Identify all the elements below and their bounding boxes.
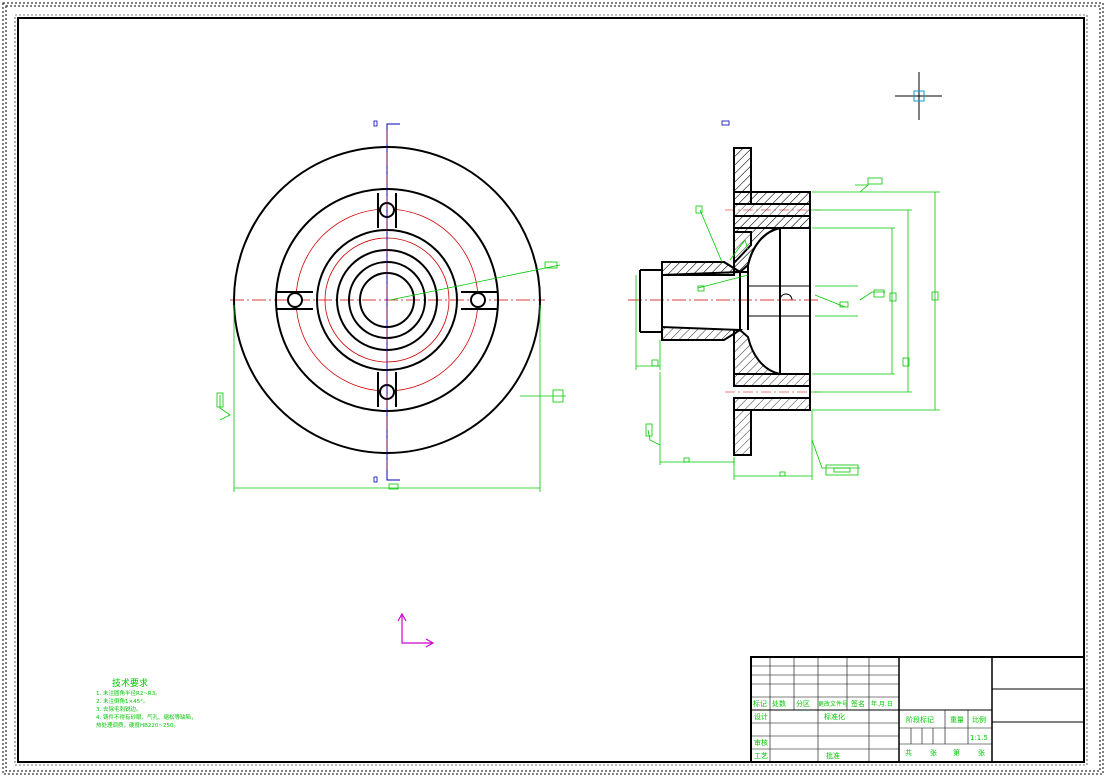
label-stage: 阶段标记 [906, 715, 934, 724]
label-weight: 重量 [950, 716, 964, 724]
tech-note-3: 3. 去除毛刺锐边。 [96, 705, 142, 713]
label-scale: 比例 [972, 715, 986, 724]
scale-value: 1:1.5 [970, 734, 988, 742]
bolt-hole-left [276, 291, 313, 310]
front-dimensions [216, 261, 566, 492]
label-sheet-no: 第 [953, 748, 960, 757]
tech-note-4: 4. 铸件不得有砂眼、气孔、缩松等缺陷， [96, 713, 197, 721]
label-process: 工艺 [754, 752, 768, 760]
section-dimensions [635, 177, 940, 480]
ucs-icon [397, 612, 435, 648]
rev-header-mark: 标记 [753, 699, 767, 708]
label-sheet-unit: 张 [978, 748, 985, 757]
section-view [628, 120, 940, 480]
label-sheet: 张 [930, 748, 937, 757]
label-review: 审核 [754, 738, 768, 747]
rev-header-docno: 更改文件号 [818, 700, 848, 708]
crosshair-cursor [895, 72, 942, 120]
rev-header-zone: 分区 [796, 699, 810, 708]
technical-notes: 技术要求 1. 未注圆角半径R2~R3。 2. 未注倒角1×45°。 3. 去除… [96, 677, 197, 729]
tech-note-5: 热处理调质，硬度HB220~250。 [96, 721, 179, 729]
label-sheet-total: 共 [905, 748, 912, 757]
bolt-hole-right [461, 291, 498, 310]
label-standardize: 标准化 [824, 712, 845, 721]
rev-header-sign: 签名 [851, 699, 865, 708]
tech-note-2: 2. 未注倒角1×45°。 [96, 697, 148, 705]
title-block: 标记 处数 分区 更改文件号 签名 年.月.日 设计 标准化 阶段标记 重量 比… [750, 656, 1085, 763]
label-approve: 批准 [826, 751, 840, 760]
tech-note-1: 1. 未注圆角半径R2~R3。 [96, 689, 161, 697]
front-view [216, 120, 566, 492]
rev-header-count: 处数 [772, 699, 786, 708]
label-design: 设计 [754, 712, 768, 721]
rev-header-date: 年.月.日 [871, 700, 893, 708]
tech-notes-title: 技术要求 [112, 677, 148, 689]
